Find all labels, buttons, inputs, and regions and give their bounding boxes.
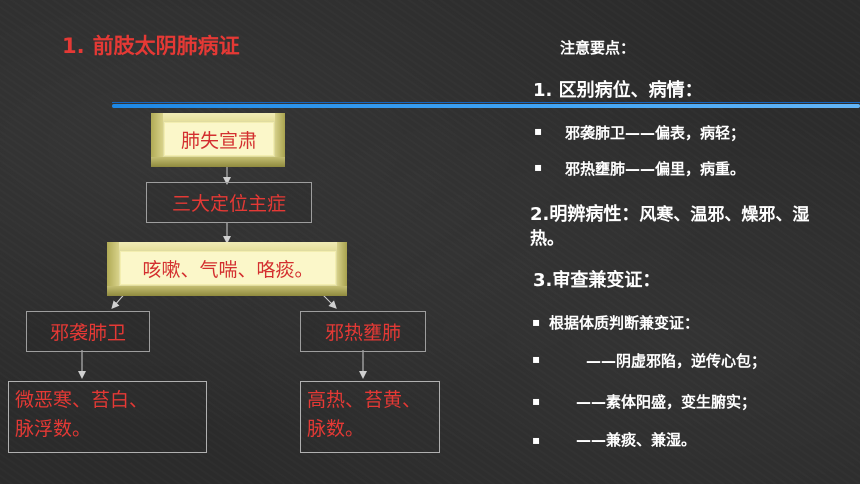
notes-section3-item-2: ——素体阳盛，变生腑实；: [576, 393, 757, 411]
bullet-icon: ▪: [532, 433, 541, 447]
bullet-icon: ▪: [532, 352, 541, 366]
notes-section3-item-3: ——兼痰、兼湿。: [576, 431, 697, 449]
title-text: 前肢太阴肺病证: [92, 34, 240, 58]
box-left-branch: 邪袭肺卫: [26, 311, 150, 352]
box-three-main-symptoms: 三大定位主症: [146, 182, 312, 223]
box-lung-failure-label: 肺失宣肃: [163, 121, 275, 157]
box-lung-failure: 肺失宣肃: [151, 113, 285, 167]
left-detail-line-1: 微恶寒、苔白、: [15, 389, 149, 411]
notes-section2-text: 风寒、温邪、燥邪、湿热。: [530, 205, 810, 249]
right-detail-line-2: 脉数。: [307, 418, 365, 440]
box-cough-symptoms: 咳嗽、气喘、咯痰。: [107, 242, 347, 296]
notes-section2-lead: 2.明辨病性：: [530, 204, 640, 225]
bullet-icon: ▪: [532, 394, 541, 408]
box-cough-symptoms-label: 咳嗽、气喘、咯痰。: [119, 250, 337, 286]
box-left-detail: 微恶寒、苔白、 脉浮数。: [8, 381, 207, 453]
notes-heading: 注意要点：: [560, 39, 636, 57]
divider-line-top: [112, 102, 860, 103]
right-detail-line-1: 高热、苔黄、: [307, 389, 422, 411]
bullet-icon: ▪: [532, 315, 541, 329]
notes-section1-item-1: 邪袭肺卫——偏表，病轻；: [565, 124, 746, 142]
notes-section3-title: 3.审查兼变证：: [533, 270, 661, 291]
bullet-icon: ▪: [534, 124, 543, 138]
box-right-detail: 高热、苔黄、 脉数。: [300, 381, 440, 453]
notes-section1-title: 1. 区别病位、病情：: [533, 80, 703, 101]
title-number: 1.: [62, 34, 85, 58]
box-right-branch: 邪热壅肺: [300, 311, 426, 352]
notes-section3-sub: 根据体质判断兼变证：: [549, 314, 700, 332]
notes-section2: 2.明辨病性：风寒、温邪、燥邪、湿热。: [530, 203, 840, 251]
notes-section1-item-2: 邪热壅肺——偏里，病重。: [565, 160, 746, 178]
notes-section3-item-1: ——阴虚邪陷，逆传心包；: [586, 352, 767, 370]
divider-line: [112, 104, 860, 108]
page-title: 1. 前肢太阴肺病证: [62, 30, 240, 60]
bullet-icon: ▪: [534, 160, 543, 174]
left-detail-line-2: 脉浮数。: [15, 418, 92, 440]
